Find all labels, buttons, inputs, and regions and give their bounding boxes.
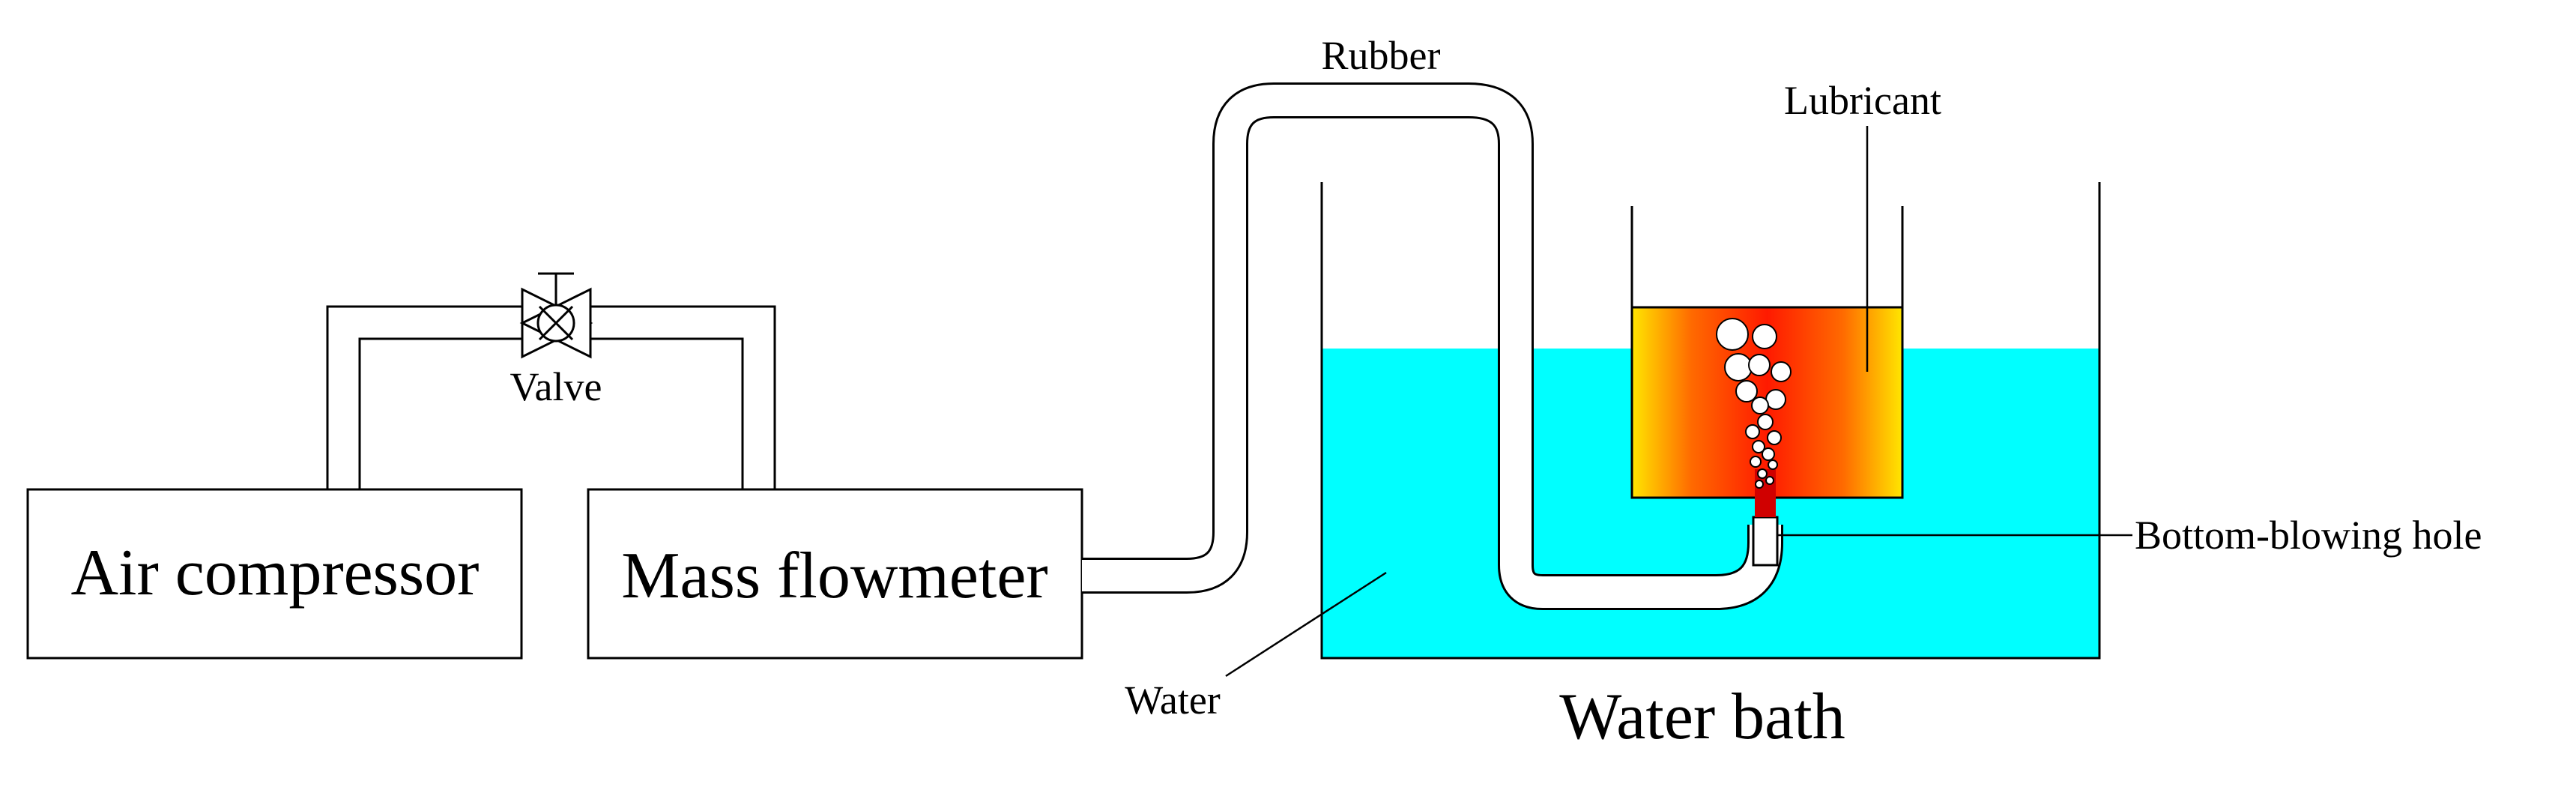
valve-icon bbox=[519, 272, 593, 359]
air-compressor-label: Air compressor bbox=[71, 537, 480, 609]
water-label: Water bbox=[1125, 678, 1221, 723]
air-compressor-box bbox=[26, 488, 523, 660]
bottom-blowing-nozzle bbox=[1752, 516, 1779, 567]
lubricant-container-walls bbox=[1630, 206, 1904, 498]
rubber-tube bbox=[1082, 82, 1783, 610]
valve-label: Valve bbox=[510, 364, 602, 409]
rubber-label: Rubber bbox=[1322, 33, 1441, 78]
mass-flowmeter-label: Mass flowmeter bbox=[621, 540, 1047, 612]
bubbles bbox=[1716, 318, 1792, 489]
leader-lines bbox=[1225, 126, 2132, 678]
mass-flowmeter-box bbox=[587, 488, 1083, 660]
water-bath-walls bbox=[1320, 182, 2101, 660]
water-bath-label: Water bath bbox=[1559, 681, 1845, 753]
bottom-blowing-hole-label: Bottom-blowing hole bbox=[2135, 513, 2482, 558]
lubricant-label: Lubricant bbox=[1784, 78, 1941, 123]
